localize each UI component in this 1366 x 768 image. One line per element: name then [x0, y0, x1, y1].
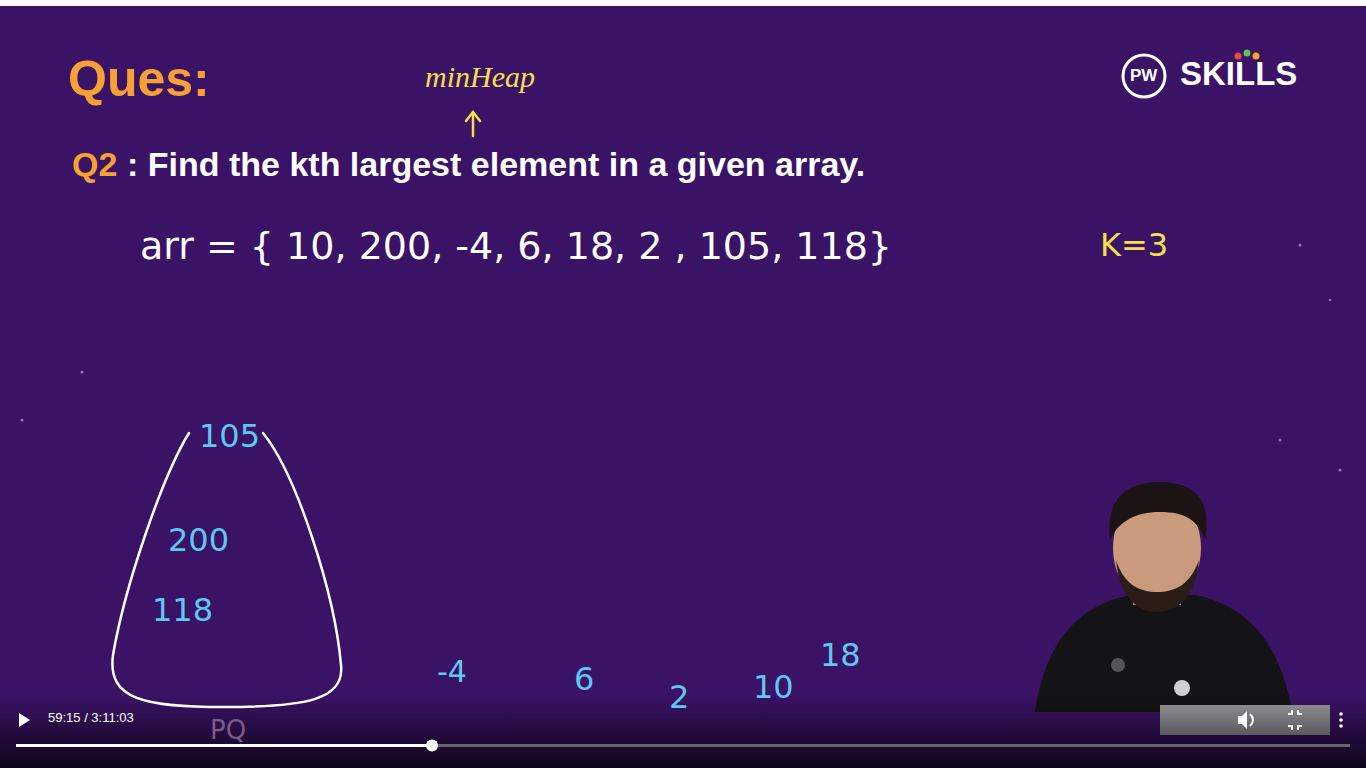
heap-caption: PQ [210, 716, 246, 745]
heap-value: 200 [168, 523, 229, 558]
video-time: 59:15 / 3:11:03 [48, 711, 134, 725]
loose-number: 6 [574, 662, 594, 697]
progress-knob [426, 740, 438, 752]
question-number: Q2 [72, 146, 117, 183]
k-value: K=3 [1100, 228, 1168, 263]
play-icon [19, 713, 30, 727]
loose-number: 10 [753, 670, 794, 705]
volume-icon [1238, 711, 1253, 729]
star-dots [21, 244, 1342, 472]
loose-number: 2 [669, 680, 689, 715]
loose-number: 18 [820, 638, 861, 673]
loose-number: -4 [437, 655, 467, 688]
menu-icon [1339, 712, 1343, 728]
array-line: arr = { 10, 200, -4, 6, 18, 2 , 105, 118… [140, 226, 892, 268]
fullscreen-icon [1288, 710, 1302, 730]
question-text: : Find the kth largest element in a give… [127, 146, 865, 183]
handwritten-note: minHeap [425, 60, 535, 93]
heap-value: 118 [152, 593, 213, 628]
heap-outline [105, 415, 350, 710]
top-margin [0, 0, 1366, 6]
heap-outline-node: 105 200 118 [105, 415, 350, 710]
pointer-arrow [466, 112, 480, 136]
brand-name: SKILLS [1180, 56, 1297, 92]
slide-title: Ques: [68, 52, 210, 107]
logo-mark: PW [1130, 67, 1157, 86]
logo-ring [1123, 55, 1165, 97]
heap-value: 105 [199, 419, 260, 454]
